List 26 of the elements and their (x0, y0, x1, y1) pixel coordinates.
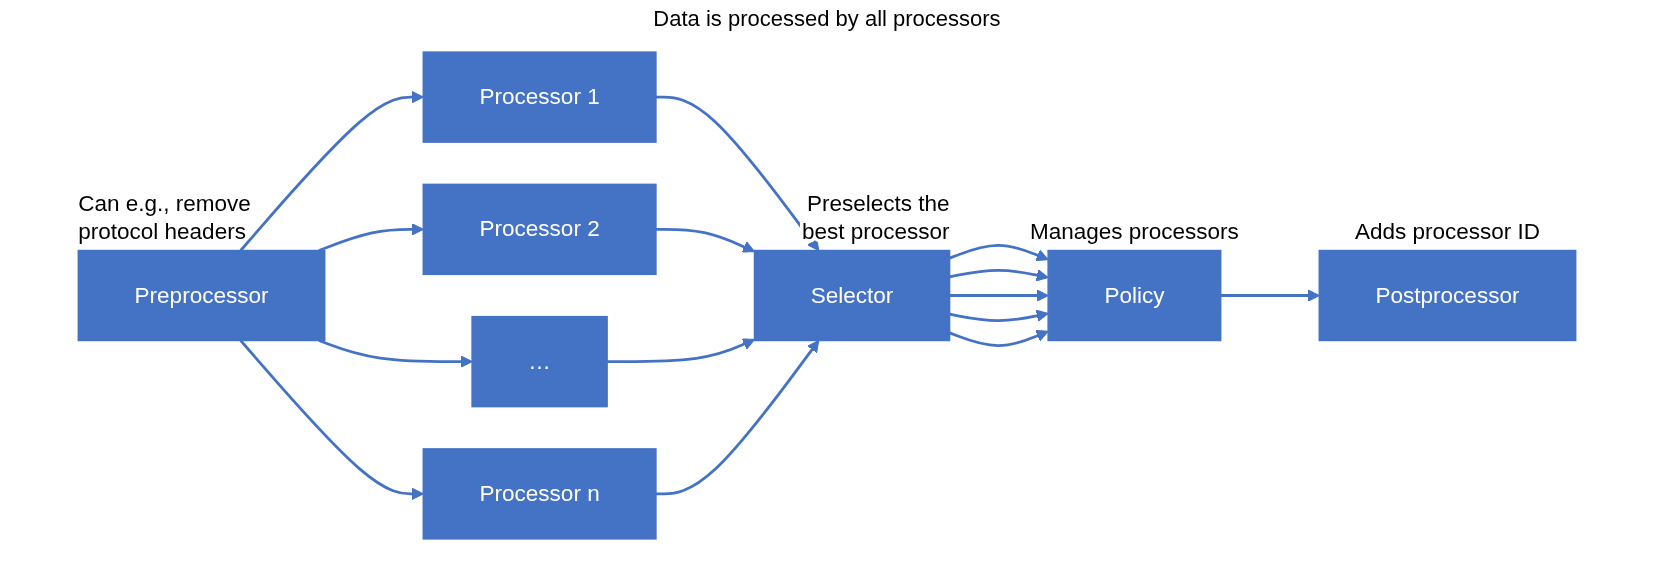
arrow (655, 339, 820, 496)
node-box: Selector (753, 249, 951, 342)
node-caption: Adds processor ID (1354, 219, 1540, 245)
node-box: Policy (1047, 249, 1222, 342)
arrow (949, 329, 1049, 347)
arrow (1220, 289, 1320, 302)
arrow (239, 339, 424, 501)
node-box: Preprocessor (77, 249, 326, 342)
arrow (239, 90, 424, 252)
arrow (949, 309, 1049, 322)
node-caption: Can e.g., remove protocol headers (78, 191, 251, 245)
arrow (607, 338, 755, 364)
arrow (949, 269, 1049, 282)
node-box: Postprocessor (1318, 249, 1577, 342)
arrow (949, 244, 1049, 262)
arrow (949, 289, 1049, 302)
node-box: Processor n (422, 448, 657, 540)
arrow (318, 339, 473, 368)
node-box: Processor 2 (422, 183, 657, 276)
note-text: Data is processed by all processors (652, 6, 1002, 32)
arrow (318, 223, 424, 252)
node-box: … (471, 315, 608, 408)
node-box: Processor 1 (422, 51, 657, 143)
node-caption: Manages processors (1030, 219, 1239, 245)
arrow (655, 95, 820, 252)
arrow (655, 227, 755, 253)
